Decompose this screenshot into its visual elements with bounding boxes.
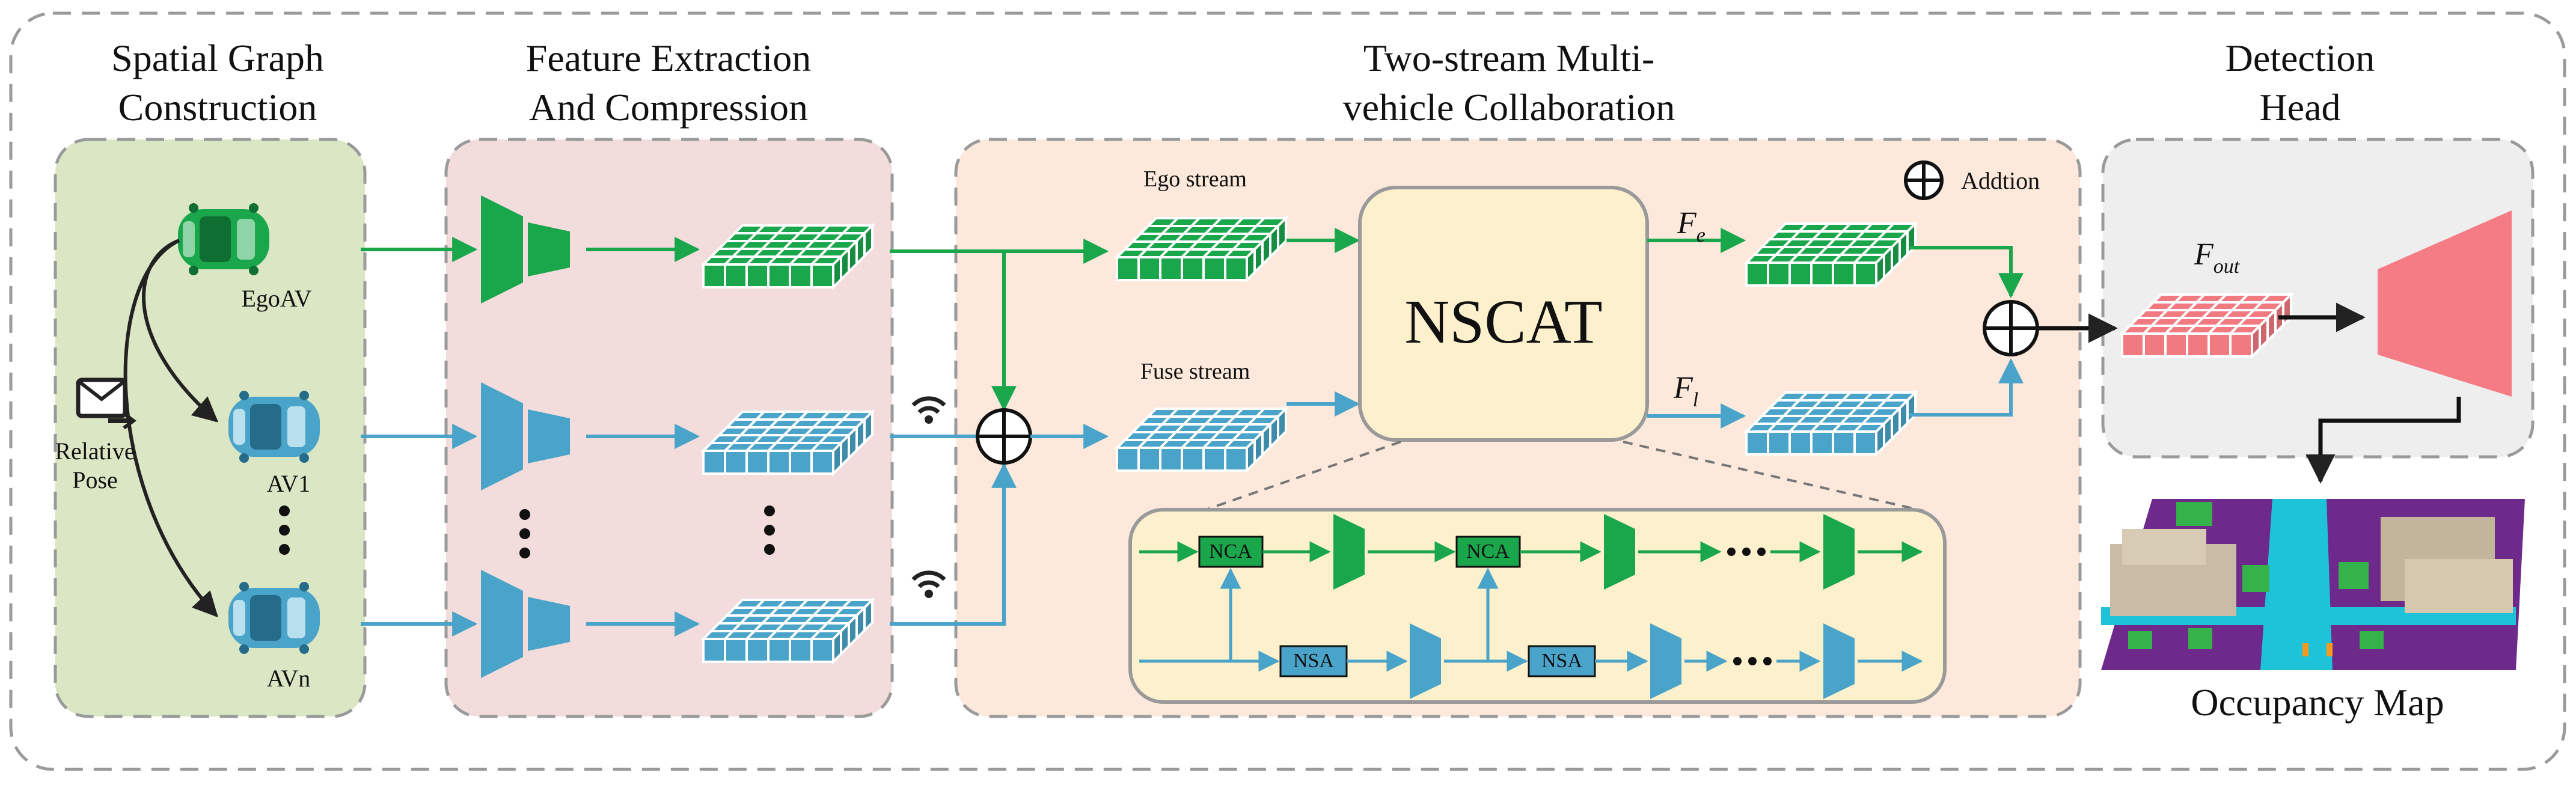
occupancy-map-image	[2101, 499, 2525, 670]
ego-stream-grid	[1114, 215, 1289, 283]
avn-grid-to-sum-arrow	[890, 462, 1017, 626]
avn-encoder	[481, 570, 570, 678]
feature-grid-av1	[700, 409, 875, 477]
fe-label: Fe	[1677, 206, 1706, 246]
zoom-line-right	[1623, 441, 1924, 512]
feature-grid-ego	[700, 222, 875, 290]
ego-av-label: EgoAV	[241, 285, 311, 312]
ego-encoder	[481, 195, 570, 304]
feature-title-line1: Feature Extraction	[526, 37, 811, 79]
ellipsis-dots-grid	[764, 506, 775, 555]
nscat-box	[1358, 186, 1649, 442]
addition-legend-icon	[1904, 160, 1944, 200]
fl-label: Fl	[1673, 371, 1698, 411]
ego-stream-label: Ego stream	[1143, 166, 1247, 192]
detect-title-line1: Detection	[2226, 37, 2375, 79]
fuse-stream-label: Fuse stream	[1140, 359, 1250, 384]
detection-head-decoder	[2378, 210, 2512, 397]
av1-encoder	[481, 382, 570, 490]
zoom-line-left	[1202, 441, 1401, 512]
nscat-detail-green-row: NCA NCA	[1139, 514, 1923, 590]
collab-title-line2: vehicle Collaboration	[1343, 86, 1675, 129]
spatial-title-line1: Spatial Graph	[111, 37, 324, 79]
sum-node-final	[1983, 300, 2039, 356]
occupancy-map-label: Occupancy Map	[2191, 681, 2444, 724]
wifi-icon	[911, 570, 946, 598]
detect-title-line2: Head	[2259, 86, 2340, 129]
av1-car-icon	[228, 391, 320, 463]
avn-car-icon	[228, 582, 320, 654]
fl-feature-grid	[1743, 389, 1918, 457]
fe-feature-grid	[1743, 221, 1918, 289]
feature-grid-avn	[700, 597, 875, 665]
mail-icon	[76, 377, 136, 430]
spatial-title-line2: Construction	[118, 86, 317, 129]
addition-legend-label: Addtion	[1961, 167, 2040, 194]
sum-node-fuse	[976, 408, 1032, 465]
wifi-icon	[911, 396, 946, 424]
ego-car-icon	[178, 203, 269, 275]
head-to-occupancy-arrow	[2305, 397, 2461, 484]
nsa-block-2: NSA	[1541, 650, 1582, 672]
ellipsis-dots	[279, 506, 290, 555]
nca-block-2: NCA	[1466, 540, 1510, 563]
feature-title-line2: And Compression	[529, 86, 808, 129]
fuse-stream-grid	[1114, 406, 1289, 474]
nca-block-1: NCA	[1209, 540, 1252, 563]
outer-border	[9, 11, 2566, 771]
nscat-label: NSCAT	[1404, 287, 1602, 356]
fe-to-sum-arrow	[1909, 246, 2024, 299]
nsa-block-1: NSA	[1293, 650, 1334, 672]
relative-pose-line1: Relative	[55, 438, 135, 465]
avn-label: AVn	[267, 665, 311, 692]
av1-label: AV1	[267, 470, 311, 497]
ellipsis-dots-encoder	[519, 509, 530, 558]
relative-pose-line2: Pose	[72, 466, 118, 493]
nscat-detail-blue-row: NSA NSA	[1139, 567, 1923, 699]
fout-feature-grid	[2119, 292, 2294, 359]
spatial-panel	[54, 138, 367, 718]
fl-to-sum-arrow	[1909, 358, 2024, 417]
fout-label: Fout	[2194, 237, 2241, 278]
collab-title-line1: Two-stream Multi-	[1363, 37, 1654, 79]
